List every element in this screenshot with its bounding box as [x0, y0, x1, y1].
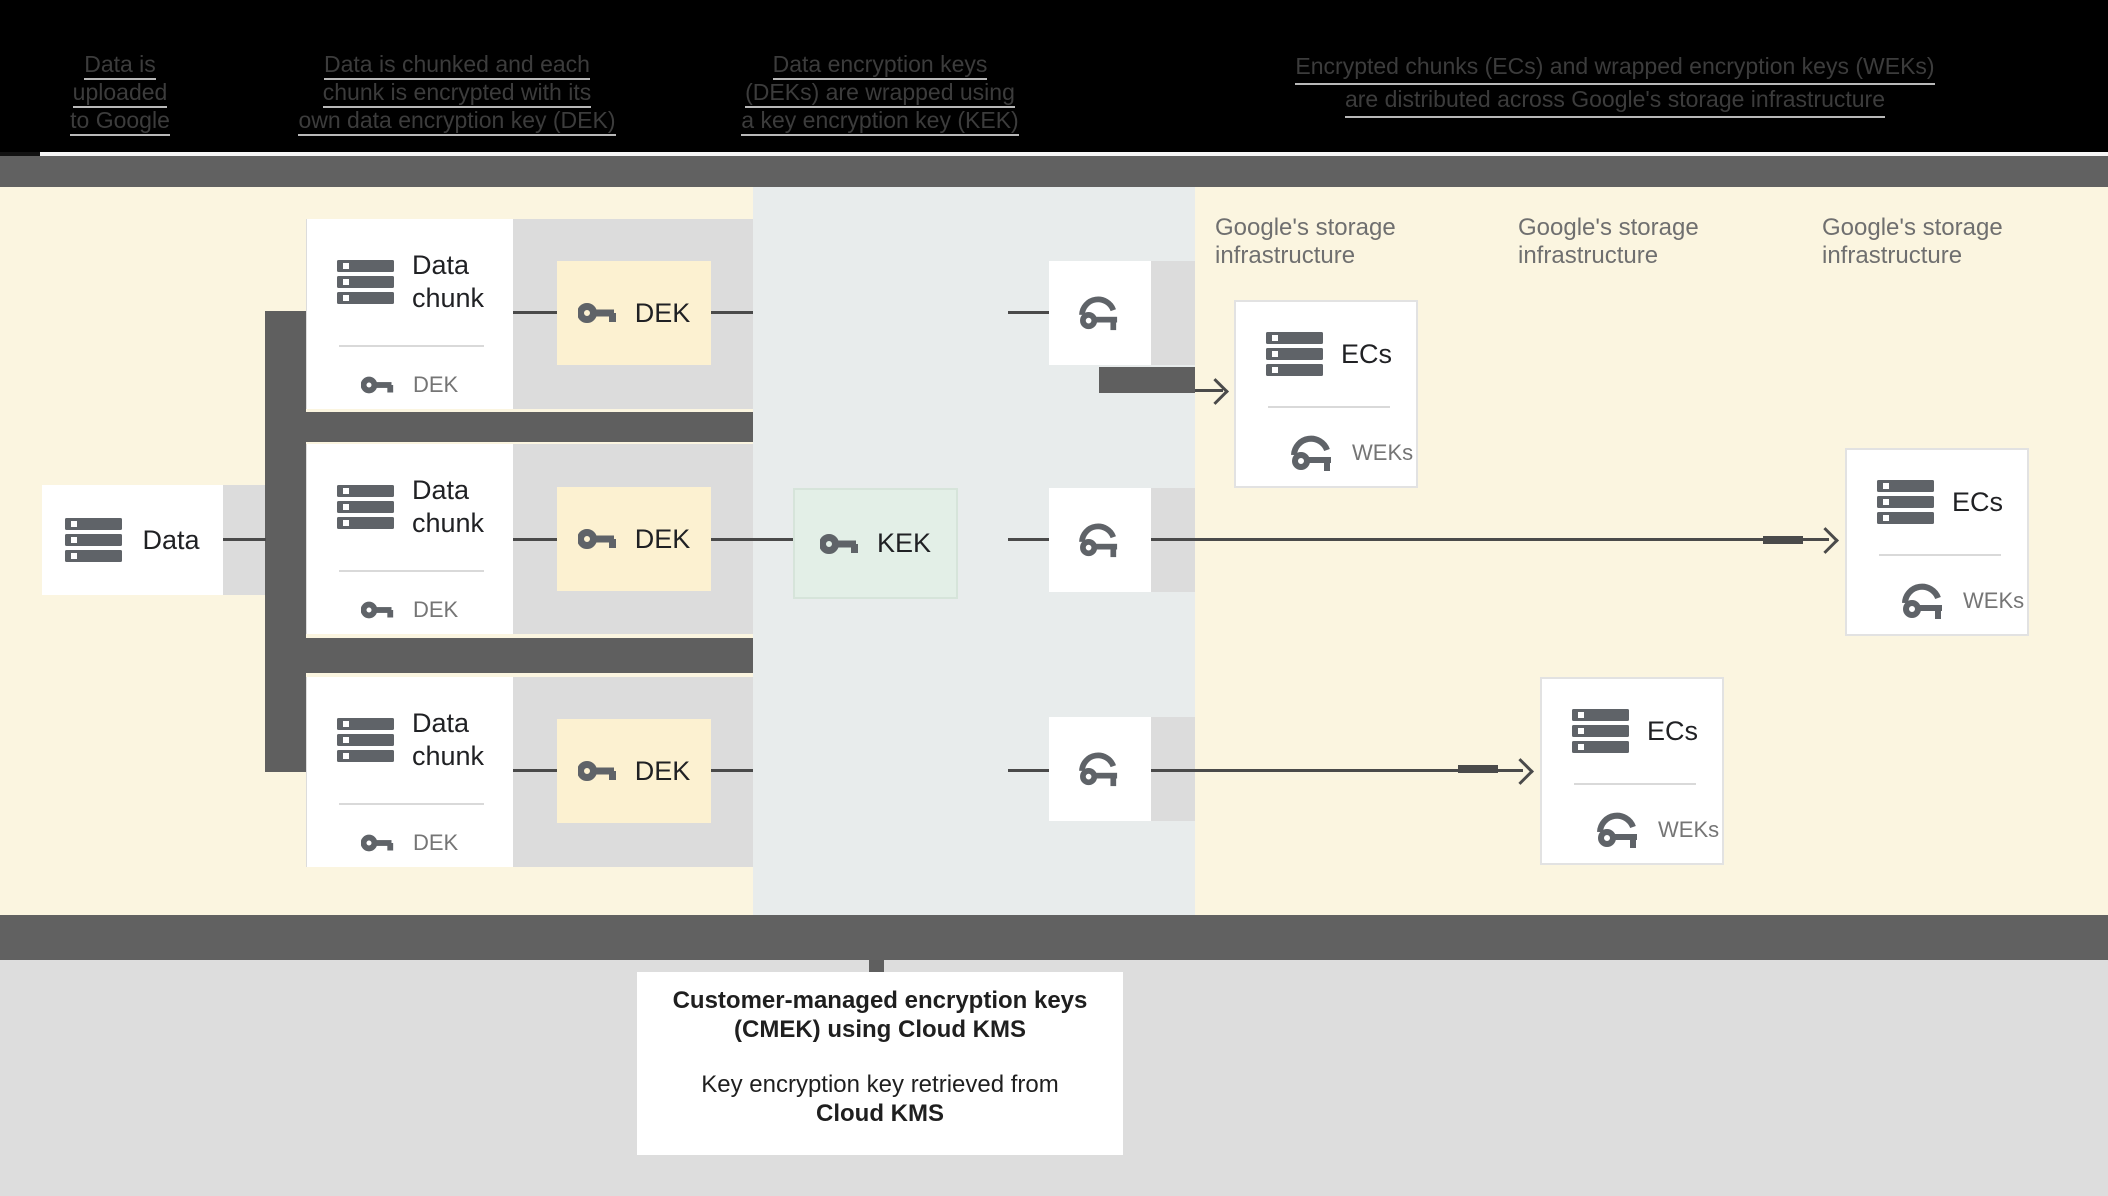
stack-icon: [1572, 709, 1629, 753]
stack-icon: [1266, 332, 1323, 376]
arrow-thick-segment: [1763, 536, 1803, 544]
ecs-key-label: WEKs: [1658, 817, 1720, 842]
ecs-box: ECs WEKs: [1234, 300, 1418, 488]
arrow-line: [1195, 389, 1223, 392]
wrapped-key-icon: [1290, 433, 1336, 473]
header-corner-tab: [0, 152, 40, 158]
chunk-box-title: Data chunk: [412, 475, 485, 538]
chunk-key-label: DEK: [413, 597, 459, 622]
wrapped-key-box: [1049, 717, 1151, 821]
wrapped-key-icon: [1078, 521, 1122, 559]
chunk-box-title: Data chunk: [412, 708, 485, 771]
wrapped-key-icon: [1078, 294, 1122, 332]
ecs-box-title: ECs: [1341, 338, 1393, 369]
caption-subtitle-line1: Key encryption key retrieved from: [701, 1071, 1059, 1098]
data-box-label: Data: [142, 524, 200, 555]
box-divider: [1268, 406, 1390, 408]
connector-line: [711, 538, 793, 541]
connector-line: [223, 538, 266, 541]
caption-box: Customer-managed encryption keys (CMEK) …: [637, 972, 1123, 1155]
connector-line: [513, 311, 557, 314]
stack-icon: [337, 260, 394, 304]
ecs-box: ECs WEKs: [1845, 448, 2029, 636]
dek-box: DEK: [557, 261, 711, 365]
key-icon: [361, 833, 397, 853]
dek-box-label: DEK: [634, 297, 691, 328]
ecs-box-title: ECs: [1647, 715, 1699, 746]
stack-icon: [65, 518, 123, 562]
key-icon: [361, 600, 397, 620]
stack-icon: [1877, 480, 1934, 524]
box-divider: [1574, 783, 1696, 785]
connector-line: [1008, 538, 1049, 541]
wrapped-key-icon: [1901, 581, 1947, 621]
connector-line: [711, 769, 753, 772]
header-step-1: Data is uploaded to Google: [70, 51, 170, 133]
box-divider: [339, 345, 484, 347]
output-pipe: [1099, 367, 1195, 393]
key-icon: [361, 375, 397, 395]
split-pipe-trunk: [265, 311, 306, 772]
header-step-2: Data is chunked and each chunk is encryp…: [298, 51, 616, 133]
header-step-4: Encrypted chunks (ECs) and wrapped encry…: [1280, 50, 1950, 116]
header-step-3: Data encryption keys (DEKs) are wrapped …: [741, 51, 1019, 133]
box-divider: [1879, 554, 2001, 556]
wrapped-key-box: [1049, 261, 1151, 365]
data-box: Data: [42, 485, 223, 595]
wrapped-key-box: [1049, 488, 1151, 592]
data-chunk-box: Data chunk DEK: [307, 444, 513, 634]
chunk-box-title: Data chunk: [412, 250, 485, 313]
arrow-thick-segment: [1458, 765, 1498, 773]
connector-line: [513, 769, 557, 772]
data-chunk-box: Data chunk DEK: [307, 219, 513, 409]
caption-title-line2: (CMEK) using Cloud KMS: [734, 1016, 1026, 1043]
chunk-key-label: DEK: [413, 372, 459, 397]
stack-icon: [337, 485, 394, 529]
key-icon: [819, 532, 862, 556]
dek-box: DEK: [557, 719, 711, 823]
ecs-box-title: ECs: [1952, 486, 2004, 517]
ecs-key-label: WEKs: [1352, 440, 1414, 465]
key-box-band: [1151, 261, 1195, 365]
header-divider-line: [40, 152, 2108, 156]
arrow-line: [1151, 538, 1829, 541]
dek-box-label: DEK: [634, 523, 691, 554]
caption-connector-tab: [869, 960, 884, 972]
caption-title-line1: Customer-managed encryption keys: [672, 987, 1088, 1014]
storage-infrastructure-label: Google's storage infrastructure: [1215, 214, 1396, 269]
caption-subtitle-line2: Cloud KMS: [816, 1100, 944, 1127]
dek-box: DEK: [557, 487, 711, 591]
bottom-gray-bar: [0, 915, 2108, 960]
connector-line: [711, 311, 753, 314]
data-chunk-box: Data chunk DEK: [307, 677, 513, 867]
arrow-line: [1151, 769, 1523, 772]
kek-box-label: KEK: [876, 528, 932, 558]
box-divider: [339, 570, 484, 572]
split-pipe-branch: [306, 638, 753, 673]
chunk-key-label: DEK: [413, 830, 459, 855]
header-band: [0, 0, 2108, 153]
connector-line: [1008, 311, 1049, 314]
split-pipe-branch: [306, 412, 753, 442]
ecs-box: ECs WEKs: [1540, 677, 1724, 865]
key-icon: [577, 759, 620, 783]
wrapped-key-icon: [1078, 750, 1122, 788]
connector-line: [1008, 769, 1049, 772]
top-gray-bar: [0, 156, 2108, 187]
dek-box-label: DEK: [634, 755, 691, 786]
kek-box: KEK: [793, 488, 958, 599]
connector-line: [513, 538, 557, 541]
wrapped-key-icon: [1596, 810, 1642, 850]
stack-icon: [337, 718, 394, 762]
key-icon: [577, 527, 620, 551]
key-icon: [577, 301, 620, 325]
ecs-key-label: WEKs: [1963, 588, 2025, 613]
storage-infrastructure-label: Google's storage infrastructure: [1518, 214, 1699, 269]
box-divider: [339, 803, 484, 805]
storage-infrastructure-label: Google's storage infrastructure: [1822, 214, 2003, 269]
